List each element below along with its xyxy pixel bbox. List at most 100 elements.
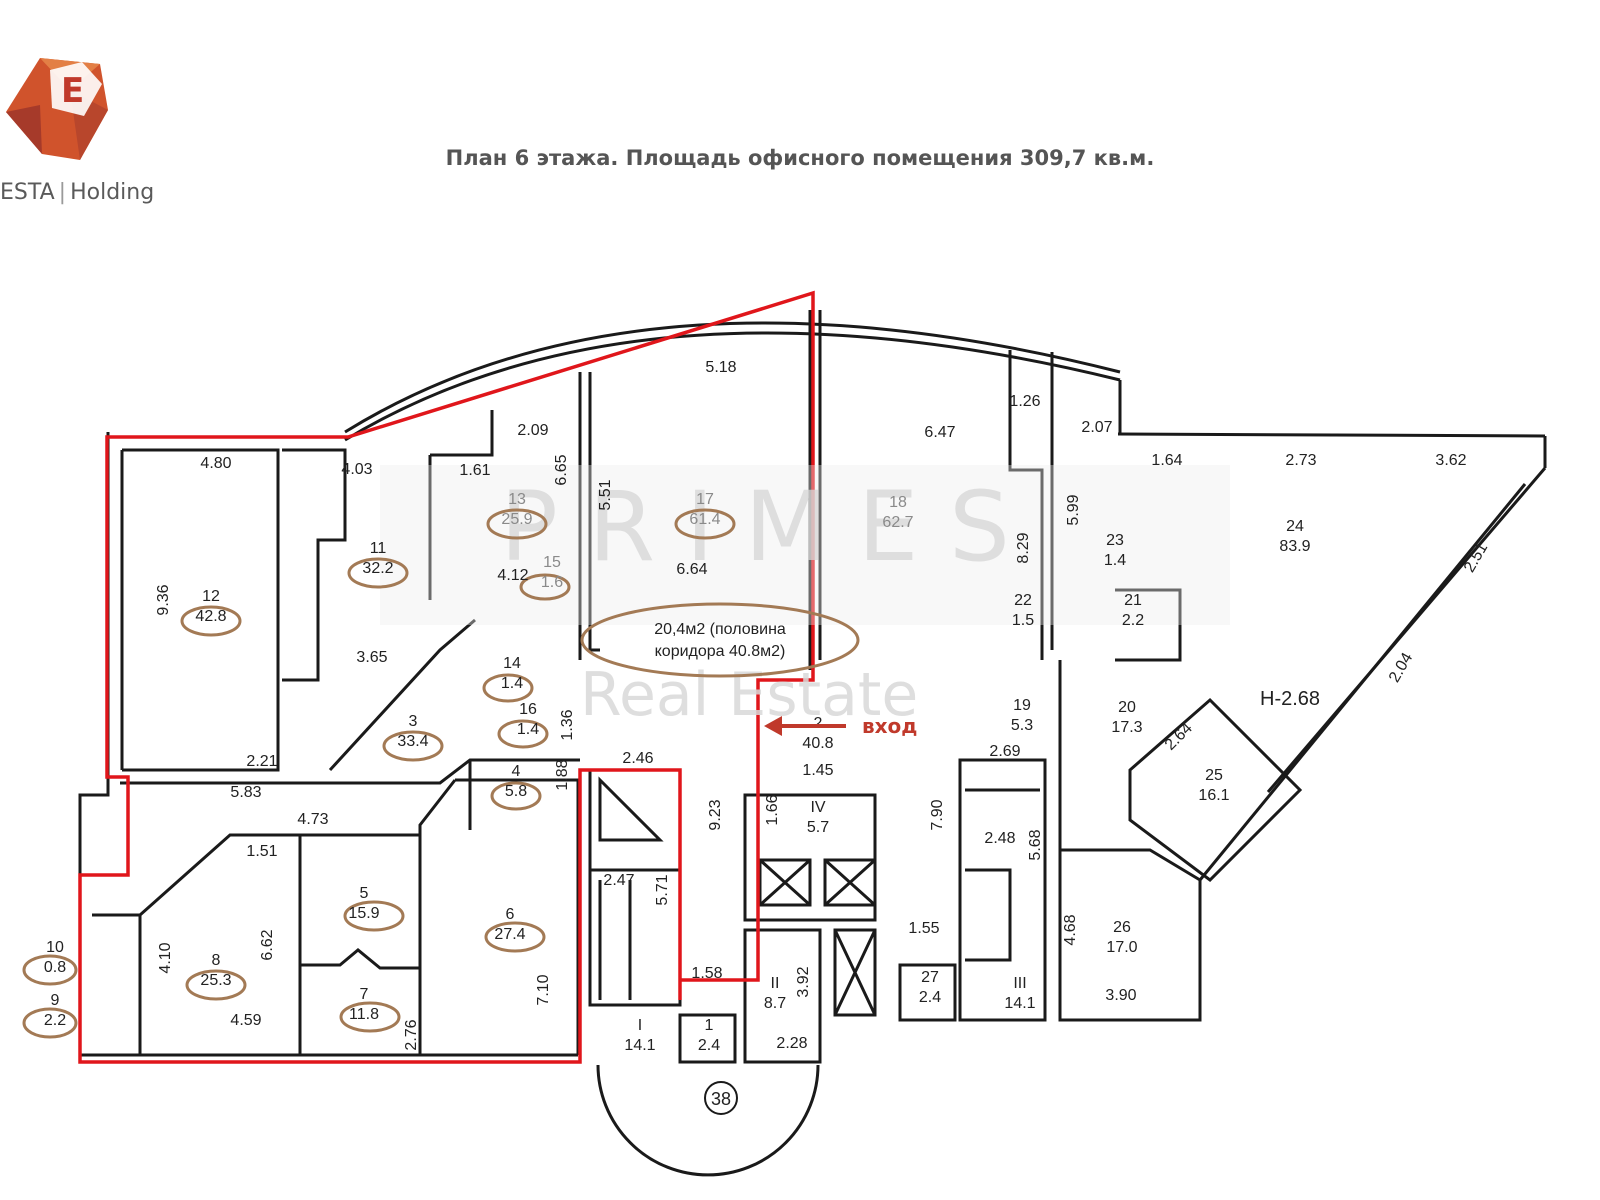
dimension-label: 6.62	[259, 929, 276, 960]
room-number: 18	[889, 494, 907, 511]
room-number: 8	[212, 952, 221, 969]
dimension-label: 1.26	[1009, 393, 1040, 410]
room-number: 6	[506, 906, 515, 923]
dimension-label: 1.58	[691, 965, 722, 982]
room-area: 17.0	[1106, 939, 1137, 956]
dimension-label: 4.03	[341, 461, 372, 478]
room-number: 11	[370, 540, 387, 557]
room-number: 9	[51, 992, 60, 1009]
dimension-label: 5.18	[705, 359, 736, 376]
room-area: 8.7	[764, 995, 786, 1012]
room-highlight-circles	[22, 508, 860, 1039]
dimension-label: 2.48	[984, 830, 1015, 847]
dimension-label: 2.73	[1285, 452, 1316, 469]
logo-brand: ESTA	[0, 180, 55, 205]
dimension-label: 2.09	[517, 422, 548, 439]
logo-company: Holding	[70, 180, 155, 205]
dimension-label: 2.64	[1162, 720, 1196, 754]
watermark-line2: Real Estate	[580, 660, 918, 730]
room-number: 2	[814, 715, 823, 732]
room-number: 22	[1014, 592, 1032, 609]
dimension-label: 4.59	[230, 1012, 261, 1029]
room-area: 42.8	[195, 608, 226, 625]
room-number: IV	[810, 799, 825, 816]
room-area: 17.3	[1111, 719, 1142, 736]
dimension-label: 3.65	[356, 649, 387, 666]
room-number: I	[638, 1017, 642, 1034]
esta-logo: E	[6, 58, 108, 160]
room-area: 32.2	[362, 560, 393, 577]
room-area: 1.4	[501, 675, 523, 692]
dimension-label: 1.88	[554, 759, 571, 790]
room-area: 40.8	[802, 735, 833, 752]
dimension-label: 4.68	[1062, 914, 1079, 945]
dimension-label: 2.46	[622, 750, 653, 767]
dimension-label: 5.83	[230, 784, 261, 801]
room-number: 14	[503, 655, 521, 672]
room-area: 5.8	[505, 783, 527, 800]
room-area: 25.3	[200, 972, 231, 989]
dimension-label: 1.61	[459, 462, 490, 479]
room-area: 15.9	[348, 905, 379, 922]
room-area: 2.4	[919, 989, 941, 1006]
dimension-label: 1.36	[559, 709, 576, 740]
corridor-note-line2: коридора 40.8м2)	[655, 643, 786, 660]
dimension-label: 4.12	[497, 567, 528, 584]
dimension-label: 2.47	[603, 872, 634, 889]
room-number: 24	[1286, 518, 1304, 535]
dimension-label: 2.51	[1461, 540, 1491, 576]
room-area: 1.5	[1012, 612, 1034, 629]
room-number: 13	[508, 491, 526, 508]
room-number: 26	[1113, 919, 1131, 936]
dimension-label: 6.65	[553, 454, 570, 485]
dimension-label: 1.51	[246, 843, 277, 860]
dimension-label: 1.55	[908, 920, 939, 937]
room-number: 15	[543, 554, 561, 571]
dimension-label: 9.36	[155, 584, 172, 615]
dimension-label: 5.68	[1027, 829, 1044, 860]
room-number: 12	[202, 588, 220, 605]
dimension-label: 4.80	[200, 455, 231, 472]
dimension-label: 3.92	[795, 966, 812, 997]
dimension-label: 4.10	[157, 942, 174, 973]
corridor-note-line1: 20,4м2 (половина	[654, 621, 786, 638]
dimension-label: 3.90	[1105, 987, 1136, 1004]
room-number: 19	[1013, 697, 1031, 714]
dimension-label: 8.29	[1015, 532, 1032, 563]
room-area: 33.4	[397, 733, 428, 750]
room-area: 5.7	[807, 819, 829, 836]
dimension-label: 2.28	[776, 1035, 807, 1052]
room-number: II	[771, 975, 780, 992]
room-number: 10	[46, 939, 64, 956]
dimension-label: 3.62	[1435, 452, 1466, 469]
room-number: 23	[1106, 532, 1124, 549]
watermark-line1: P R I M E S	[500, 471, 1010, 583]
room-area: 62.7	[882, 514, 913, 531]
office-boundary-outline	[78, 290, 815, 1064]
dimension-label: 5.99	[1065, 494, 1082, 525]
dimension-label: 6.47	[924, 424, 955, 441]
room-area: 1.6	[541, 574, 563, 591]
dimension-label: 9.23	[707, 799, 724, 830]
room-number: 7	[360, 986, 369, 1003]
logo-text: ESTA|Holding	[0, 180, 155, 205]
dimension-label: 5.71	[654, 874, 671, 905]
room-area: 16.1	[1198, 787, 1229, 804]
entrance-marker: вход	[764, 714, 917, 738]
dimension-label: 7.10	[535, 974, 552, 1005]
room-number: 25	[1205, 767, 1223, 784]
room-labels: 1242.81132.21325.91761.4151.6141.4161.43…	[44, 491, 1311, 1054]
entrance-label: вход	[862, 714, 917, 738]
room-area: 5.3	[1011, 717, 1033, 734]
dimension-label: 1.45	[802, 762, 833, 779]
room-number: 16	[519, 701, 537, 718]
dimension-label: 2.07	[1081, 419, 1112, 436]
page-title: План 6 этажа. Площадь офисного помещения…	[445, 146, 1155, 170]
logo-letter-icon: E	[61, 71, 84, 111]
dimension-label: 2.69	[989, 743, 1020, 760]
room-area: 2.2	[1122, 612, 1144, 629]
dimension-label: 2.21	[246, 753, 277, 770]
dimension-label: 6.64	[676, 561, 707, 578]
watermark: P R I M E S Real Estate	[380, 465, 1230, 730]
